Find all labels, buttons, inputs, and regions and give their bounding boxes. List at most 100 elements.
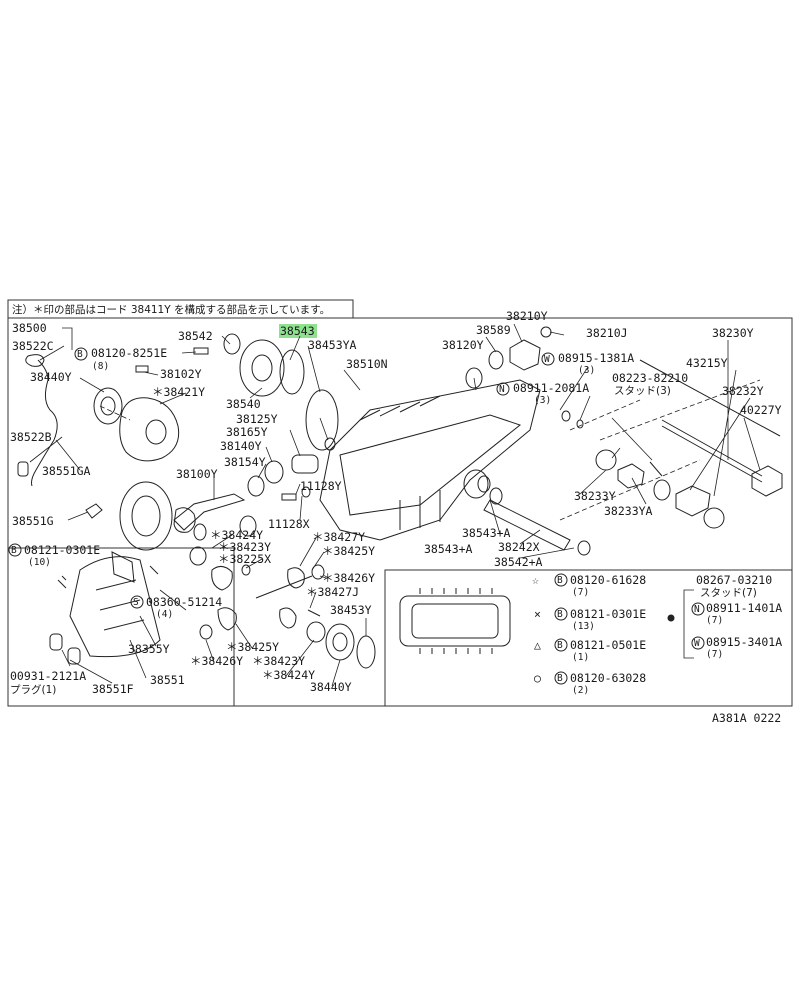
label-38589: 38589: [476, 323, 511, 337]
cover-ribs: [95, 579, 145, 631]
label-38120Y: 38120Y: [442, 338, 484, 352]
label-38453YA: 38453YA: [308, 338, 357, 352]
washer-38424Y-a: [189, 546, 207, 566]
legend-08915-3401A: 08915-3401A: [706, 635, 782, 649]
b-symbol-3: [554, 573, 568, 587]
label-38424Y-b: ＊38424Y: [262, 668, 315, 682]
b-symbol-2: [8, 543, 22, 557]
label-38426Y-b: ＊38426Y: [190, 654, 243, 668]
vent-nipple: [85, 503, 103, 519]
washer-38125Y: [324, 437, 336, 451]
cover-gasket: [111, 551, 135, 583]
carrier-fins: [399, 490, 441, 530]
label-38543A-2: 38543+A: [424, 542, 473, 556]
bearing-38232Y: [653, 479, 671, 501]
label-38542: 38542: [178, 329, 213, 343]
note-frame: [7, 299, 354, 319]
side-retainer-38540: [239, 339, 285, 397]
legend-qty-7b: (7): [706, 615, 723, 626]
gasket-layout-bolts: [419, 588, 493, 654]
bearing-38440Y-left: [93, 387, 123, 425]
guide-line-1: [599, 379, 761, 441]
label-38543A-1: 38543+A: [462, 526, 511, 540]
b-symbol-4: [554, 607, 568, 621]
pin-38427J: [307, 609, 321, 617]
label-38427Y: ＊38427Y: [312, 530, 365, 544]
label-40227Y: 40227Y: [740, 403, 782, 417]
legend-08267-03210: 08267-03210: [696, 573, 772, 587]
legend-subframe: [384, 569, 793, 707]
legend-08120-61628: 08120-61628: [570, 573, 646, 587]
bearing-38154Y: [247, 475, 265, 497]
label-38551: 38551: [150, 673, 185, 687]
label-38230Y: 38230Y: [712, 326, 754, 340]
b-symbol-5-text: B: [557, 640, 563, 651]
label-38453Y: 38453Y: [330, 603, 372, 617]
gasket-layout-outer: [399, 595, 511, 647]
circle-symbol: ○: [534, 671, 541, 685]
bolt-08360: [149, 565, 159, 575]
b-symbol-1: [74, 347, 88, 361]
label-38165Y: 38165Y: [226, 425, 268, 439]
rear-cover-38355Y: [69, 556, 161, 658]
oring-38542A: [577, 540, 591, 556]
label-38440Y: 38440Y: [30, 370, 72, 384]
label-38551GA: 38551GA: [42, 464, 91, 478]
label-38355Y: 38355Y: [128, 642, 170, 656]
label-38140Y: 38140Y: [220, 439, 262, 453]
oring-38543A-1: [477, 475, 491, 493]
label-00931-2121A: 00931-2121A: [10, 669, 86, 683]
bearing-38440Y-right-inner: [332, 632, 348, 652]
label-08360-51214: 08360-51214: [146, 595, 222, 609]
legend-qty-2: (2): [572, 685, 589, 696]
label-qty-3a: (3): [578, 365, 595, 376]
w-symbol-2-text: W: [694, 638, 700, 649]
n-symbol-2: [691, 602, 705, 616]
gasket-layout-inner: [411, 603, 499, 639]
bearing-38440Y-left-inner: [100, 396, 116, 416]
flange-38210Y: [509, 339, 541, 371]
ring-gear: [119, 481, 173, 551]
label-08911-2081A: 08911-2081A: [513, 381, 589, 395]
label-38154Y: 38154Y: [224, 455, 266, 469]
carrier-ribs: [359, 395, 441, 421]
legend-08121-0501E: 08121-0501E: [570, 638, 646, 652]
oring-38543A-2: [489, 487, 503, 505]
label-11128Y: 11128Y: [300, 479, 342, 493]
n-symbol-1-text: N: [499, 384, 505, 395]
label-38551F: 38551F: [92, 682, 134, 696]
seal-38589: [488, 350, 504, 370]
label-38232Y: 38232Y: [722, 384, 764, 398]
plug-00931: [49, 633, 63, 651]
label-38540: 38540: [226, 397, 261, 411]
triangle-symbol: △: [534, 638, 541, 652]
guide-line-3: [99, 405, 131, 421]
label-stud-3: スタッド(3): [614, 385, 671, 397]
s-symbol: [130, 595, 144, 609]
label-38242X: 38242X: [498, 540, 540, 554]
part-labels: 38500 38522C 38440Y 38522B 38551GA 38551…: [10, 309, 782, 725]
stud-08223: [649, 461, 663, 477]
label-38423Y-a: ＊38423Y: [218, 540, 271, 554]
flange-38542: [223, 333, 241, 355]
collapsible-spacer: [193, 523, 207, 541]
washer-38424Y-b: [306, 621, 326, 643]
label-plug: プラグ(1): [10, 683, 56, 696]
plug-38551F: [67, 647, 81, 665]
label-38421Y: ＊38421Y: [152, 385, 205, 399]
side-retainer-38540-inner: [251, 354, 273, 382]
bolt-08120: [193, 347, 209, 355]
label-38522C: 38522C: [12, 339, 54, 353]
label-38424Y-a: ＊38424Y: [210, 528, 263, 542]
n-symbol-2-text: N: [694, 604, 700, 615]
label-08915-1381A: 08915-1381A: [558, 351, 634, 365]
label-qty-10: (10): [28, 557, 51, 568]
side-gear-38425Y-b: [217, 607, 237, 631]
bolt-08121-cover: [57, 575, 67, 589]
label-38500: 38500: [12, 321, 47, 335]
hose-clip: [25, 354, 45, 367]
star-symbol: ☆: [532, 573, 539, 587]
label-38427J: ＊38427J: [306, 585, 359, 599]
label-qty-4: (4): [156, 609, 173, 620]
legend-qty-7a: (7): [572, 587, 589, 598]
